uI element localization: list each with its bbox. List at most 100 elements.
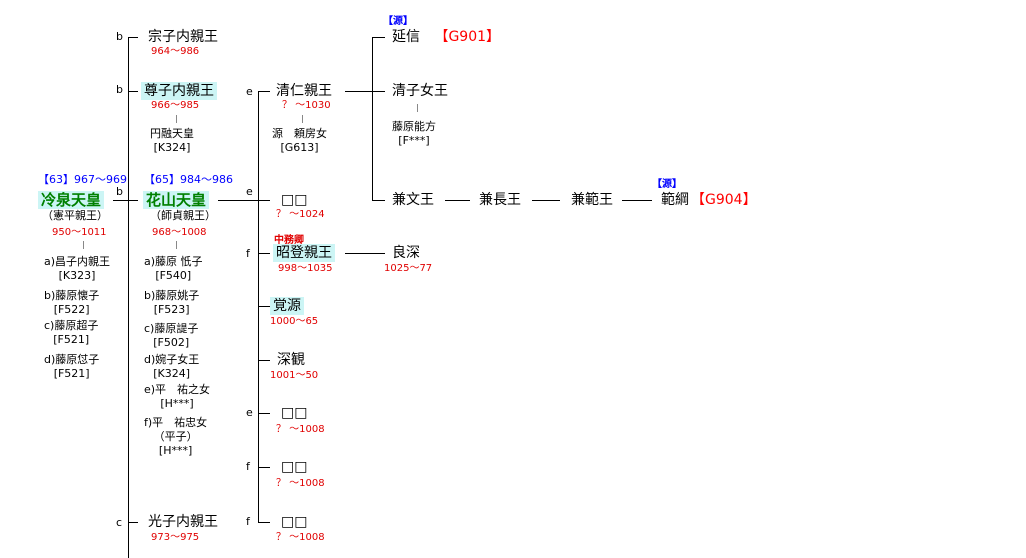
connector [218,200,270,201]
ref-link[interactable]: 【G904】 [691,192,757,208]
kazan-consort: a)藤原 忯子 [F540] [144,255,203,283]
kazan-consort: e)平 祐之女 [H***] [144,383,210,411]
consort-ref: [F502] [153,336,190,349]
reign-years: 967～969 [74,173,127,186]
spouse-name: 円融天皇 [150,127,194,140]
reizei-consort: b)藤原懐子 [F522] [44,289,99,317]
reizei-consort: d)藤原怤子 [F521] [44,353,99,381]
connector [258,253,270,254]
mother-letter: b [116,83,123,96]
consort-label: c)藤原超子 [44,319,99,332]
child-years: 964～986 [151,46,200,57]
child-years: 1025～77 [384,263,433,274]
kazan-name[interactable]: 花山天皇 [143,191,210,209]
child-name[interactable]: □□ [281,405,308,421]
child-name[interactable]: □□ [281,192,308,208]
consort-ref: [H***] [160,397,194,410]
consort-ref: [K324] [153,367,191,380]
child-years: 1000～65 [270,316,319,327]
child-name[interactable]: 光子内親王 [148,514,218,530]
kazan-consort: b)藤原姚子 [F523] [144,289,199,317]
mother-letter: f [246,460,250,473]
child-name[interactable]: 良深 [392,245,420,261]
tick [417,104,418,112]
name-text: 延信 [392,29,420,45]
lineage-name[interactable]: 兼範王 [571,192,613,208]
ref-link[interactable]: 【G901】 [434,29,501,45]
reign-number: 【65】 [144,173,180,186]
child-years: ？ ～1008 [276,532,325,543]
name-text: 範綱 [661,192,689,208]
spouse-name: 源 頼房女 [272,127,327,140]
kazan-alias: （師貞親王） [150,209,216,222]
clan-label: 【源】 [652,179,682,190]
child-name[interactable]: □□ [281,514,308,530]
spouse-name: 藤原能方 [392,120,436,133]
child-name[interactable]: 尊子内親王 [141,82,217,100]
reizei-consort: a)昌子内親王 [K323] [44,255,110,283]
child-name[interactable]: □□ [281,459,308,475]
consort-label: b)藤原懐子 [44,289,100,302]
consort-label: d)婉子女王 [144,353,200,366]
spouse-ref: [F***] [398,134,430,147]
kazan-consort: d)婉子女王 [K324] [144,353,199,381]
clan-label: 【源】 [383,16,413,27]
consort-ref: [F540] [155,269,192,282]
kazan-consort: c)藤原諟子 [F502] [144,322,198,350]
mother-letter: f [246,247,250,260]
child-years: 1001～50 [270,370,319,381]
tick [176,115,177,123]
child-name[interactable]: 深観 [277,352,305,368]
child-years: ？ ～1008 [276,424,325,435]
consort-label: e)平 祐之女 [144,383,211,396]
spouse-ref: [K324] [153,141,191,154]
reizei-consort: c)藤原超子 [F521] [44,319,98,347]
consort-alias: （平子） [153,430,198,443]
child-years: ？ ～1030 [282,100,331,111]
spouse: 源 頼房女 [G613] [272,127,327,155]
child-name[interactable]: 昭登親王 [273,244,335,262]
tick [176,241,177,249]
connector [113,200,138,201]
connector [258,91,270,92]
kazan-years: 968～1008 [152,227,207,238]
child-name[interactable]: 延信 【G901】 [392,28,500,46]
reizei-name[interactable]: 冷泉天皇 [38,191,105,209]
connector [622,200,652,201]
connector [128,91,138,92]
consort-ref: [F522] [53,303,90,316]
child-name[interactable]: 清子女王 [392,83,448,99]
child-name[interactable]: 宗子内親王 [148,29,218,45]
consort-label: c)藤原諟子 [144,322,199,335]
connector [258,522,270,523]
kiyohito-children-vline [372,37,373,200]
lineage-name[interactable]: 範綱【G904】 [661,191,757,209]
child-name[interactable]: 覚源 [270,297,304,315]
consort-ref: [H***] [158,444,193,457]
mother-letter: e [246,406,253,419]
mother-letter: b [116,30,123,43]
connector [532,200,560,201]
mother-letter: e [246,185,253,198]
connector [372,200,385,201]
connector [258,306,270,307]
consort-label: f)平 祐忠女 [144,416,208,429]
consort-label: b)藤原姚子 [144,289,200,302]
kazan-consort: f)平 祐忠女 （平子） [H***] [144,416,207,458]
mother-letter: e [246,85,253,98]
lineage-name[interactable]: 兼長王 [479,192,521,208]
child-years: 966～985 [151,100,200,111]
child-years: 973～975 [151,532,200,543]
child-name[interactable]: 清仁親王 [276,83,332,99]
child-years: ？ ～1024 [276,209,325,220]
connector [345,91,385,92]
reizei-children-vline [128,37,129,558]
spouse: 藤原能方 [F***] [392,120,436,148]
connector [258,360,270,361]
child-name[interactable]: 兼文王 [392,192,434,208]
consort-ref: [F523] [153,303,190,316]
connector [128,37,138,38]
consort-ref: [K323] [58,269,96,282]
tick [83,241,84,249]
child-years: 998～1035 [278,263,333,274]
